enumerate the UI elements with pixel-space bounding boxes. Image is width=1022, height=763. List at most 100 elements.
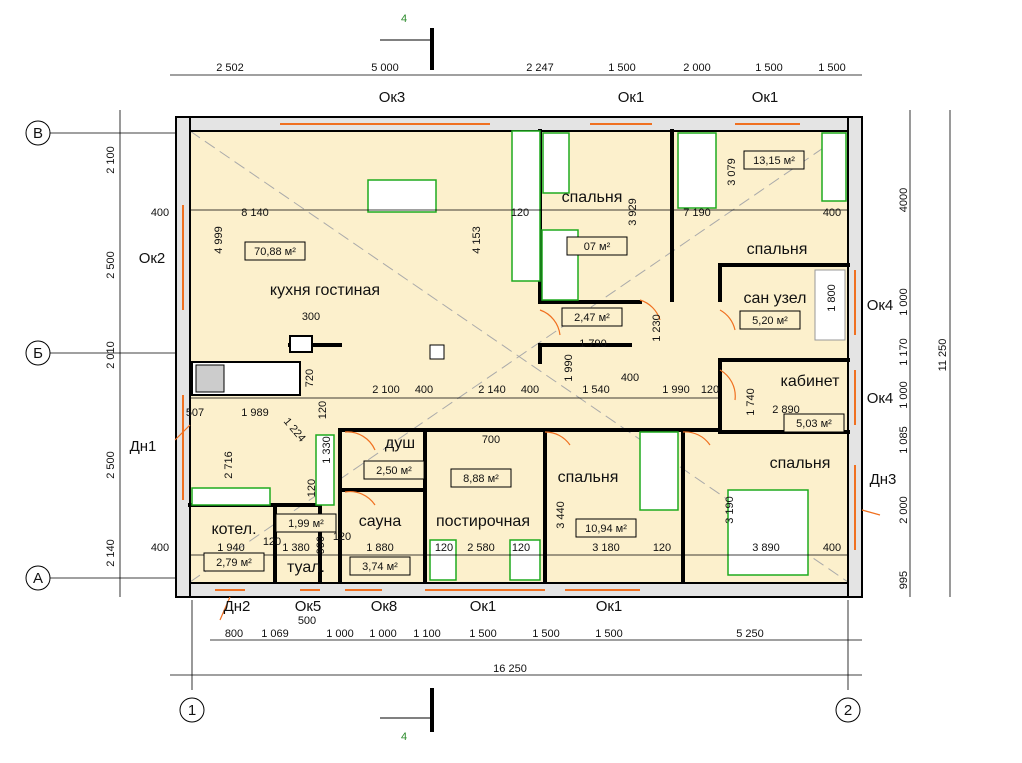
dim-inner: 4 999: [213, 226, 225, 254]
dim-inner: 400: [415, 384, 433, 396]
dim-inner: 3 929: [627, 198, 639, 226]
room-name: кабинет: [781, 373, 841, 390]
dim-bottom: 1 500: [532, 628, 560, 640]
dim-right: 1 000: [898, 288, 910, 316]
dim-inner: 2 890: [772, 404, 800, 416]
room-name: сауна: [359, 513, 402, 530]
stairs: [191, 361, 301, 396]
area-box: [363, 460, 425, 480]
dimension-lines: [50, 74, 951, 690]
dim-inner: 2 580: [467, 542, 495, 554]
area-box: [561, 307, 623, 327]
dim-left: 2 010: [105, 341, 117, 369]
dim-inner: 990: [315, 536, 327, 554]
room-area: 3,74 м²: [362, 561, 398, 573]
room-name: котел.: [211, 521, 256, 538]
dim-bottom: 1 069: [261, 628, 289, 640]
dim-inner: 1 990: [662, 384, 690, 396]
dim-inner: 700: [482, 434, 500, 446]
dim-left: 2 500: [105, 451, 117, 479]
room-area: 5,20 м²: [752, 315, 788, 327]
dim-inner: 3 190: [724, 496, 736, 524]
dim-inner: 120: [511, 207, 529, 219]
window-label: Ок1: [596, 598, 623, 615]
window-label: Ок2: [139, 250, 166, 267]
dim-inner: 300: [302, 311, 320, 323]
area-box: [203, 552, 265, 572]
area-box: [349, 556, 411, 576]
window-label: Ок5: [295, 598, 322, 615]
area-box: [450, 468, 512, 488]
section-mark: 4: [401, 13, 407, 25]
dim-right: 1 170: [898, 338, 910, 366]
window-label: Ок1: [752, 89, 779, 106]
room-area: 10,94 м²: [585, 523, 627, 535]
section-mark: 4: [401, 731, 407, 743]
dim-inner: 400: [823, 542, 841, 554]
dim-inner: 2 100: [372, 384, 400, 396]
axis-row-label: Б: [33, 345, 43, 362]
section-markers: [380, 28, 434, 732]
room-name: спальня: [558, 469, 619, 486]
dim-inner: 2 140: [478, 384, 506, 396]
dim-top: 2 000: [683, 62, 711, 74]
area-box: [275, 513, 337, 533]
dim-left: 2 100: [105, 146, 117, 174]
dim-top: 5 000: [371, 62, 399, 74]
dim-bottom: 1 000: [326, 628, 354, 640]
dim-right: 4000: [898, 188, 910, 212]
dim-inner: 3 440: [555, 501, 567, 529]
window-label: Ок4: [867, 390, 894, 407]
room-area: 1,99 м²: [288, 518, 324, 530]
axis-row-label: А: [33, 570, 43, 587]
dim-inner: 1 740: [745, 388, 757, 416]
dim-bottom: 800: [225, 628, 243, 640]
area-box: [739, 310, 801, 330]
dim-inner: 400: [823, 207, 841, 219]
room-area: 2,47 м²: [574, 312, 610, 324]
dim-right: 1 000: [898, 381, 910, 409]
dim-inner: 120: [317, 401, 329, 419]
dim-top: 2 502: [216, 62, 244, 74]
outer-walls: [175, 116, 863, 598]
room-area: 2,79 м²: [216, 557, 252, 569]
area-box: [575, 518, 637, 538]
dim-right: 2 000: [898, 496, 910, 524]
room-area: 70,88 м²: [254, 246, 296, 258]
axis-bubbles: [25, 120, 861, 723]
dim-bottom: 1 500: [595, 628, 623, 640]
axis-col-label: 2: [844, 702, 852, 719]
dim-inner: 1 790: [579, 338, 607, 350]
dim-inner: 3 079: [726, 158, 738, 186]
axis-col-label: 1: [188, 702, 196, 719]
dim-inner: 720: [304, 369, 316, 387]
window-label: Дн2: [224, 598, 251, 615]
doors: [174, 299, 881, 621]
dim-top: 1 500: [818, 62, 846, 74]
dim-left: 2 140: [105, 539, 117, 567]
room-name: душ: [385, 435, 415, 452]
dim-top: 2 247: [526, 62, 554, 74]
axis-row-label: В: [33, 125, 43, 142]
window-label: Ок8: [371, 598, 398, 615]
dim-top: 1 500: [608, 62, 636, 74]
room-area: 8,88 м²: [463, 473, 499, 485]
window-label: Дн1: [130, 438, 157, 455]
room-area: 5,03 м²: [796, 418, 832, 430]
dim-inner: 400: [151, 542, 169, 554]
dim-right-total: 11 250: [937, 339, 949, 372]
dim-inner: 1 989: [241, 407, 269, 419]
room-name: спальня: [747, 241, 808, 258]
dim-top: 1 500: [755, 62, 783, 74]
dim-inner: 120: [333, 531, 351, 543]
dim-inner: 1 540: [582, 384, 610, 396]
dim-inner: 1 230: [651, 314, 663, 342]
dim-inner: 1 800: [826, 284, 838, 312]
room-area: 2,50 м²: [376, 465, 412, 477]
dim-inner: 2 716: [223, 451, 235, 479]
window-label: Дн3: [870, 471, 897, 488]
room-name: кухня гостиная: [270, 282, 380, 299]
room-name: постирочная: [436, 513, 530, 530]
